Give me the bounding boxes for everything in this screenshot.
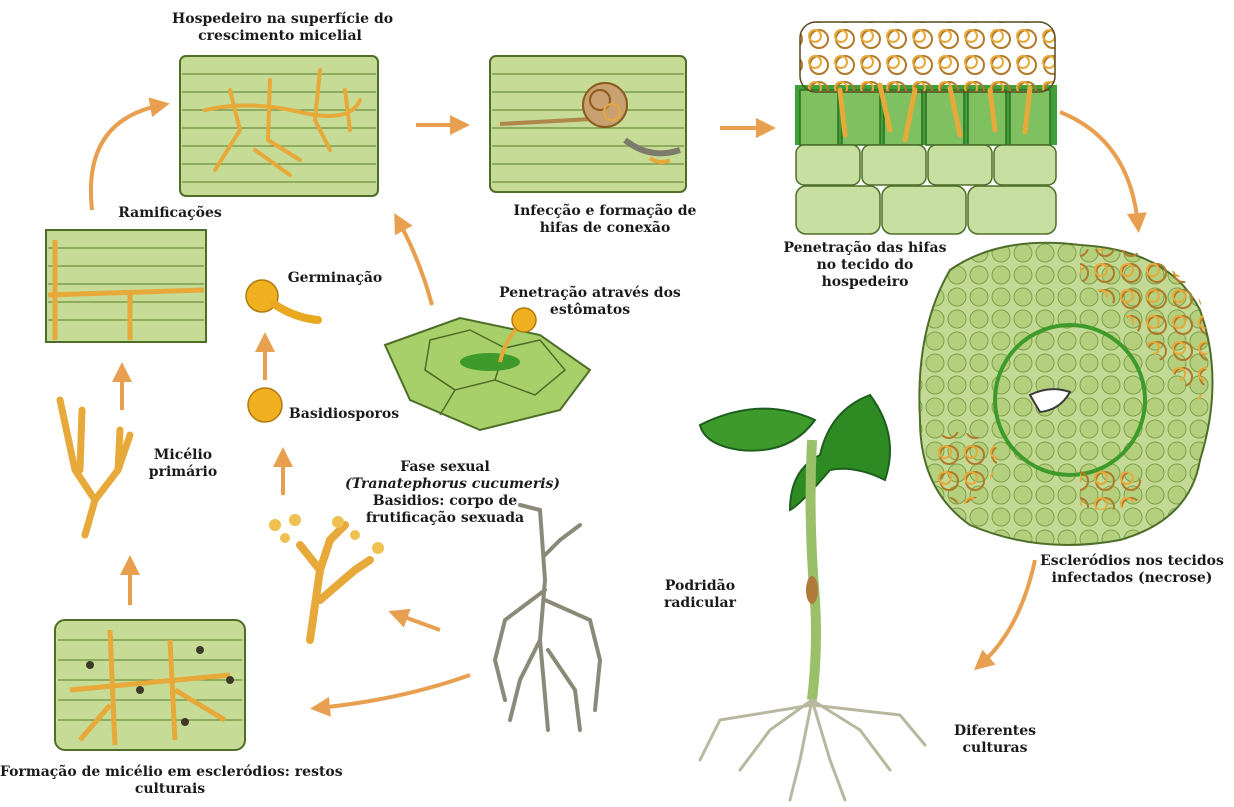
arrow-root-to-tissue: [318, 675, 470, 708]
label-sexual-species: (Tranatephorus cucumeris): [345, 476, 545, 493]
label-mycelium-sclerotia-line1: Formação de micélio em escleródios: rest…: [0, 764, 340, 781]
label-infection: Infecção e formação de hifas de conexão: [505, 203, 705, 237]
label-root-rot-line2: radicular: [650, 595, 750, 612]
sclerotia-tissue-illustration: [55, 620, 245, 750]
label-cultures-line2: culturas: [945, 740, 1045, 757]
label-sclerotia-line2: infectados (necrose): [1034, 570, 1230, 587]
label-sexual-desc-line2: frutificação sexuada: [345, 510, 545, 527]
label-penetration-tissue: Penetração das hifas no tecido do hosped…: [765, 240, 965, 291]
basidia-illustration: [269, 514, 384, 640]
label-sexual-title: Fase sexual: [345, 459, 545, 476]
label-stomata-line2: estômatos: [490, 302, 690, 319]
label-mycelium-line1: Micélio: [138, 447, 228, 464]
label-ramifications-text: Ramificações: [100, 205, 240, 222]
host-tissue-illustration: [180, 56, 378, 196]
label-infection-line1: Infecção e formação de: [505, 203, 705, 220]
label-sexual-desc-line1: Basidios: corpo de: [345, 493, 545, 510]
label-host-surface: Hospedeiro na superfície do crescimento …: [172, 11, 388, 45]
label-cultures-line1: Diferentes: [945, 723, 1045, 740]
label-stomata-line1: Penetração através dos: [490, 285, 690, 302]
label-stomata: Penetração através dos estômatos: [490, 285, 690, 319]
label-penetration-line3: hospedeiro: [765, 274, 965, 291]
label-sclerotia: Escleródios nos tecidos infectados (necr…: [1034, 553, 1230, 587]
label-germination: Germinação: [280, 270, 390, 287]
stomata-illustration: [385, 308, 590, 430]
label-mycelium-line2: primário: [138, 464, 228, 481]
label-mycelium-sclerotia-line2: culturais: [0, 781, 340, 798]
arrow-sclerotia-to-cultures: [980, 560, 1035, 665]
label-root-rot-line1: Podridão: [650, 578, 750, 595]
label-ramifications: Ramificações: [100, 205, 240, 222]
arrow-penetration-to-sclerotia: [1060, 112, 1138, 225]
infection-illustration: [490, 56, 686, 192]
ramification-illustration: [46, 230, 206, 342]
label-penetration-line2: no tecido do: [765, 257, 965, 274]
label-mycelium-sclerotia: Formação de micélio em escleródios: rest…: [0, 764, 340, 798]
label-germination-text: Germinação: [280, 270, 390, 287]
arrow-stomata-to-host: [398, 220, 432, 305]
label-cultures: Diferentes culturas: [945, 723, 1045, 757]
label-sclerotia-line1: Escleródios nos tecidos: [1034, 553, 1230, 570]
label-infection-line2: hifas de conexão: [505, 220, 705, 237]
arrow-ramification-to-host: [91, 105, 162, 210]
basidiospore-icon: [248, 388, 282, 422]
label-basidiospores-text: Basidiosporos: [288, 406, 400, 423]
primary-mycelium-illustration: [60, 400, 130, 535]
label-root-rot: Podridão radicular: [650, 578, 750, 612]
label-sexual-phase: Fase sexual (Tranatephorus cucumeris) Ba…: [345, 459, 545, 527]
infected-root-illustration: [495, 505, 600, 730]
label-host-surface-line2: crescimento micelial: [172, 28, 388, 45]
arrow-root-to-basidia: [396, 614, 440, 630]
label-host-surface-line1: Hospedeiro na superfície do: [172, 11, 388, 28]
label-penetration-line1: Penetração das hifas: [765, 240, 965, 257]
label-primary-mycelium: Micélio primário: [138, 447, 228, 481]
penetration-illustration: [795, 22, 1057, 234]
label-basidiospores: Basidiosporos: [288, 406, 400, 423]
